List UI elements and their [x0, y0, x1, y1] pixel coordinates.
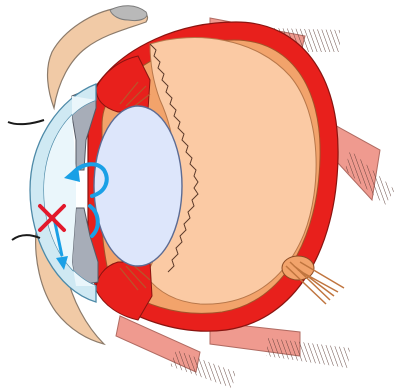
ciliary-body-upper: [96, 56, 150, 112]
ciliary-body-lower: [96, 262, 152, 320]
upper-eyelash: [8, 120, 44, 124]
